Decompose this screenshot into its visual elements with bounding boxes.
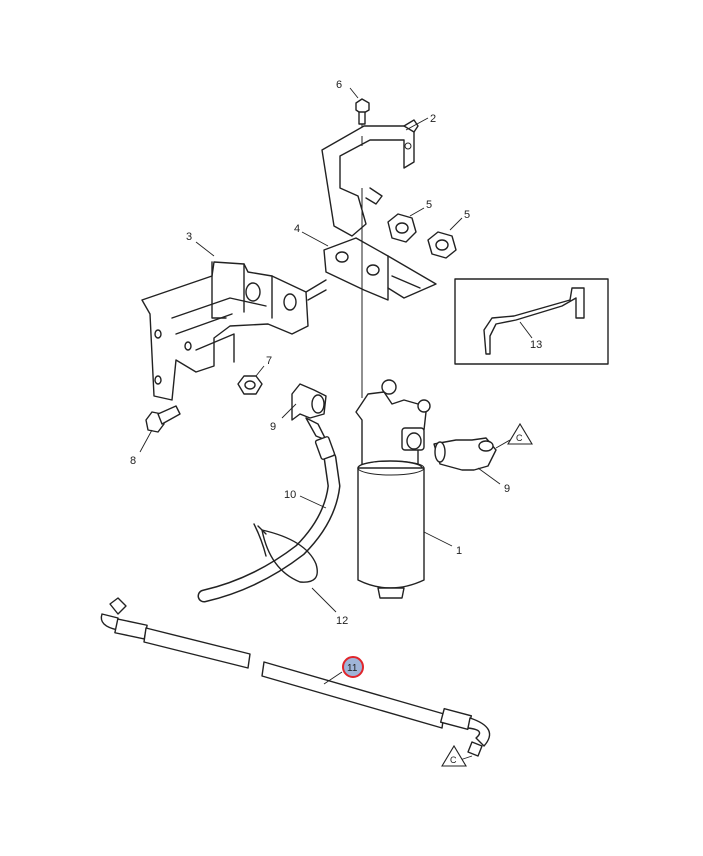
callout-9b: 9 — [504, 483, 510, 495]
callout-6: 6 — [336, 79, 342, 91]
callout-13: 13 — [530, 339, 542, 351]
callout-8: 8 — [130, 455, 136, 467]
callout-5b: 5 — [464, 209, 470, 221]
bracket-3 — [141, 261, 327, 401]
nut-7 — [237, 375, 263, 395]
callout-3: 3 — [186, 231, 192, 243]
nut-5a — [387, 213, 417, 243]
fitting-9a — [291, 383, 327, 441]
inset-box — [454, 278, 609, 365]
bolt-8 — [145, 405, 181, 433]
reference-label-lower: C — [450, 755, 457, 765]
hose-10 — [197, 436, 341, 603]
callout-7: 7 — [266, 355, 272, 367]
callout-12: 12 — [336, 615, 348, 627]
reference-lower: C — [441, 744, 473, 767]
callout-10: 10 — [284, 489, 296, 501]
callout-5a: 5 — [426, 199, 432, 211]
bracket-2 — [321, 119, 419, 237]
callout-4: 4 — [294, 223, 300, 235]
highlight-ring — [342, 656, 364, 678]
reference-label-upper: C — [516, 433, 523, 443]
bracket-4 — [323, 237, 437, 301]
fuel-filter-1 — [355, 188, 431, 599]
nut-5b — [427, 231, 457, 259]
callout-9a: 9 — [270, 421, 276, 433]
hose-11 — [100, 597, 491, 757]
callout-1: 1 — [456, 545, 462, 557]
leader-lines — [139, 87, 533, 685]
reference-upper: C — [495, 422, 533, 449]
callout-labels: 6 2 3 4 5 5 7 8 9 9 10 1 12 11 13 — [130, 79, 542, 674]
fitting-9b — [433, 437, 497, 471]
clamp-12 — [253, 523, 318, 583]
callout-11: 11 — [347, 663, 358, 674]
callout-2: 2 — [430, 113, 436, 125]
